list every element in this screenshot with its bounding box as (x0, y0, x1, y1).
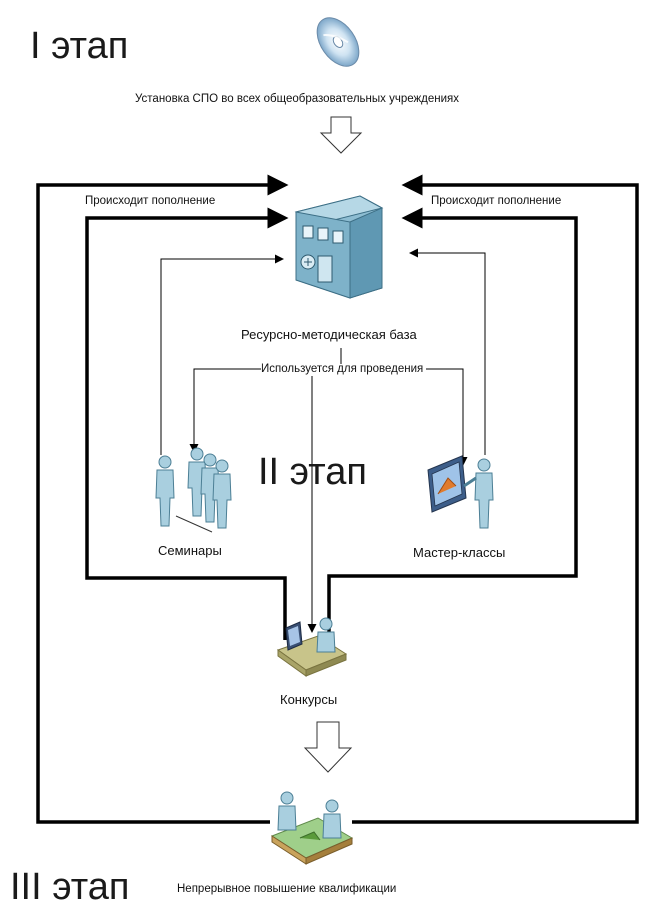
inner-loop-right (327, 207, 578, 640)
outer-loop-left (36, 174, 289, 824)
seminars-label: Семинары (158, 543, 222, 558)
inner-loop-left (85, 207, 289, 640)
contest-workstation-icon (276, 617, 348, 677)
presenter-board-icon (427, 455, 494, 529)
masterclasses-label: Мастер-классы (413, 545, 506, 560)
resource-base-label: Ресурсно-методическая база (241, 327, 417, 342)
masterclasses-to-base-line (409, 248, 486, 455)
resource-base-building-icon (294, 195, 384, 299)
continuous-training-label: Непрерывное повышение квалификации (177, 883, 397, 895)
outer-loop-right (352, 174, 639, 824)
down-arrow-1 (319, 116, 363, 154)
seminars-to-base-line (160, 254, 284, 455)
contests-label: Конкурсы (280, 692, 338, 707)
stage2-title: II этап (258, 451, 367, 493)
used-for-label: Используется для проведения (261, 363, 424, 376)
down-arrow-2 (303, 721, 353, 773)
replenish-right-label: Происходит пополнение (431, 195, 562, 207)
install-caption: Установка СПО во всех общеобразовательны… (135, 93, 460, 105)
used-for-to-seminars (189, 368, 262, 453)
replenish-left-label: Происходит пополнение (85, 195, 216, 207)
seminar-people-icon (155, 447, 232, 533)
meeting-table-icon (270, 791, 354, 865)
stage3-title: III этап (10, 866, 130, 908)
used-for-to-masterclasses (426, 368, 468, 466)
cd-disc-icon (316, 17, 360, 67)
stage1-title: I этап (30, 25, 129, 67)
